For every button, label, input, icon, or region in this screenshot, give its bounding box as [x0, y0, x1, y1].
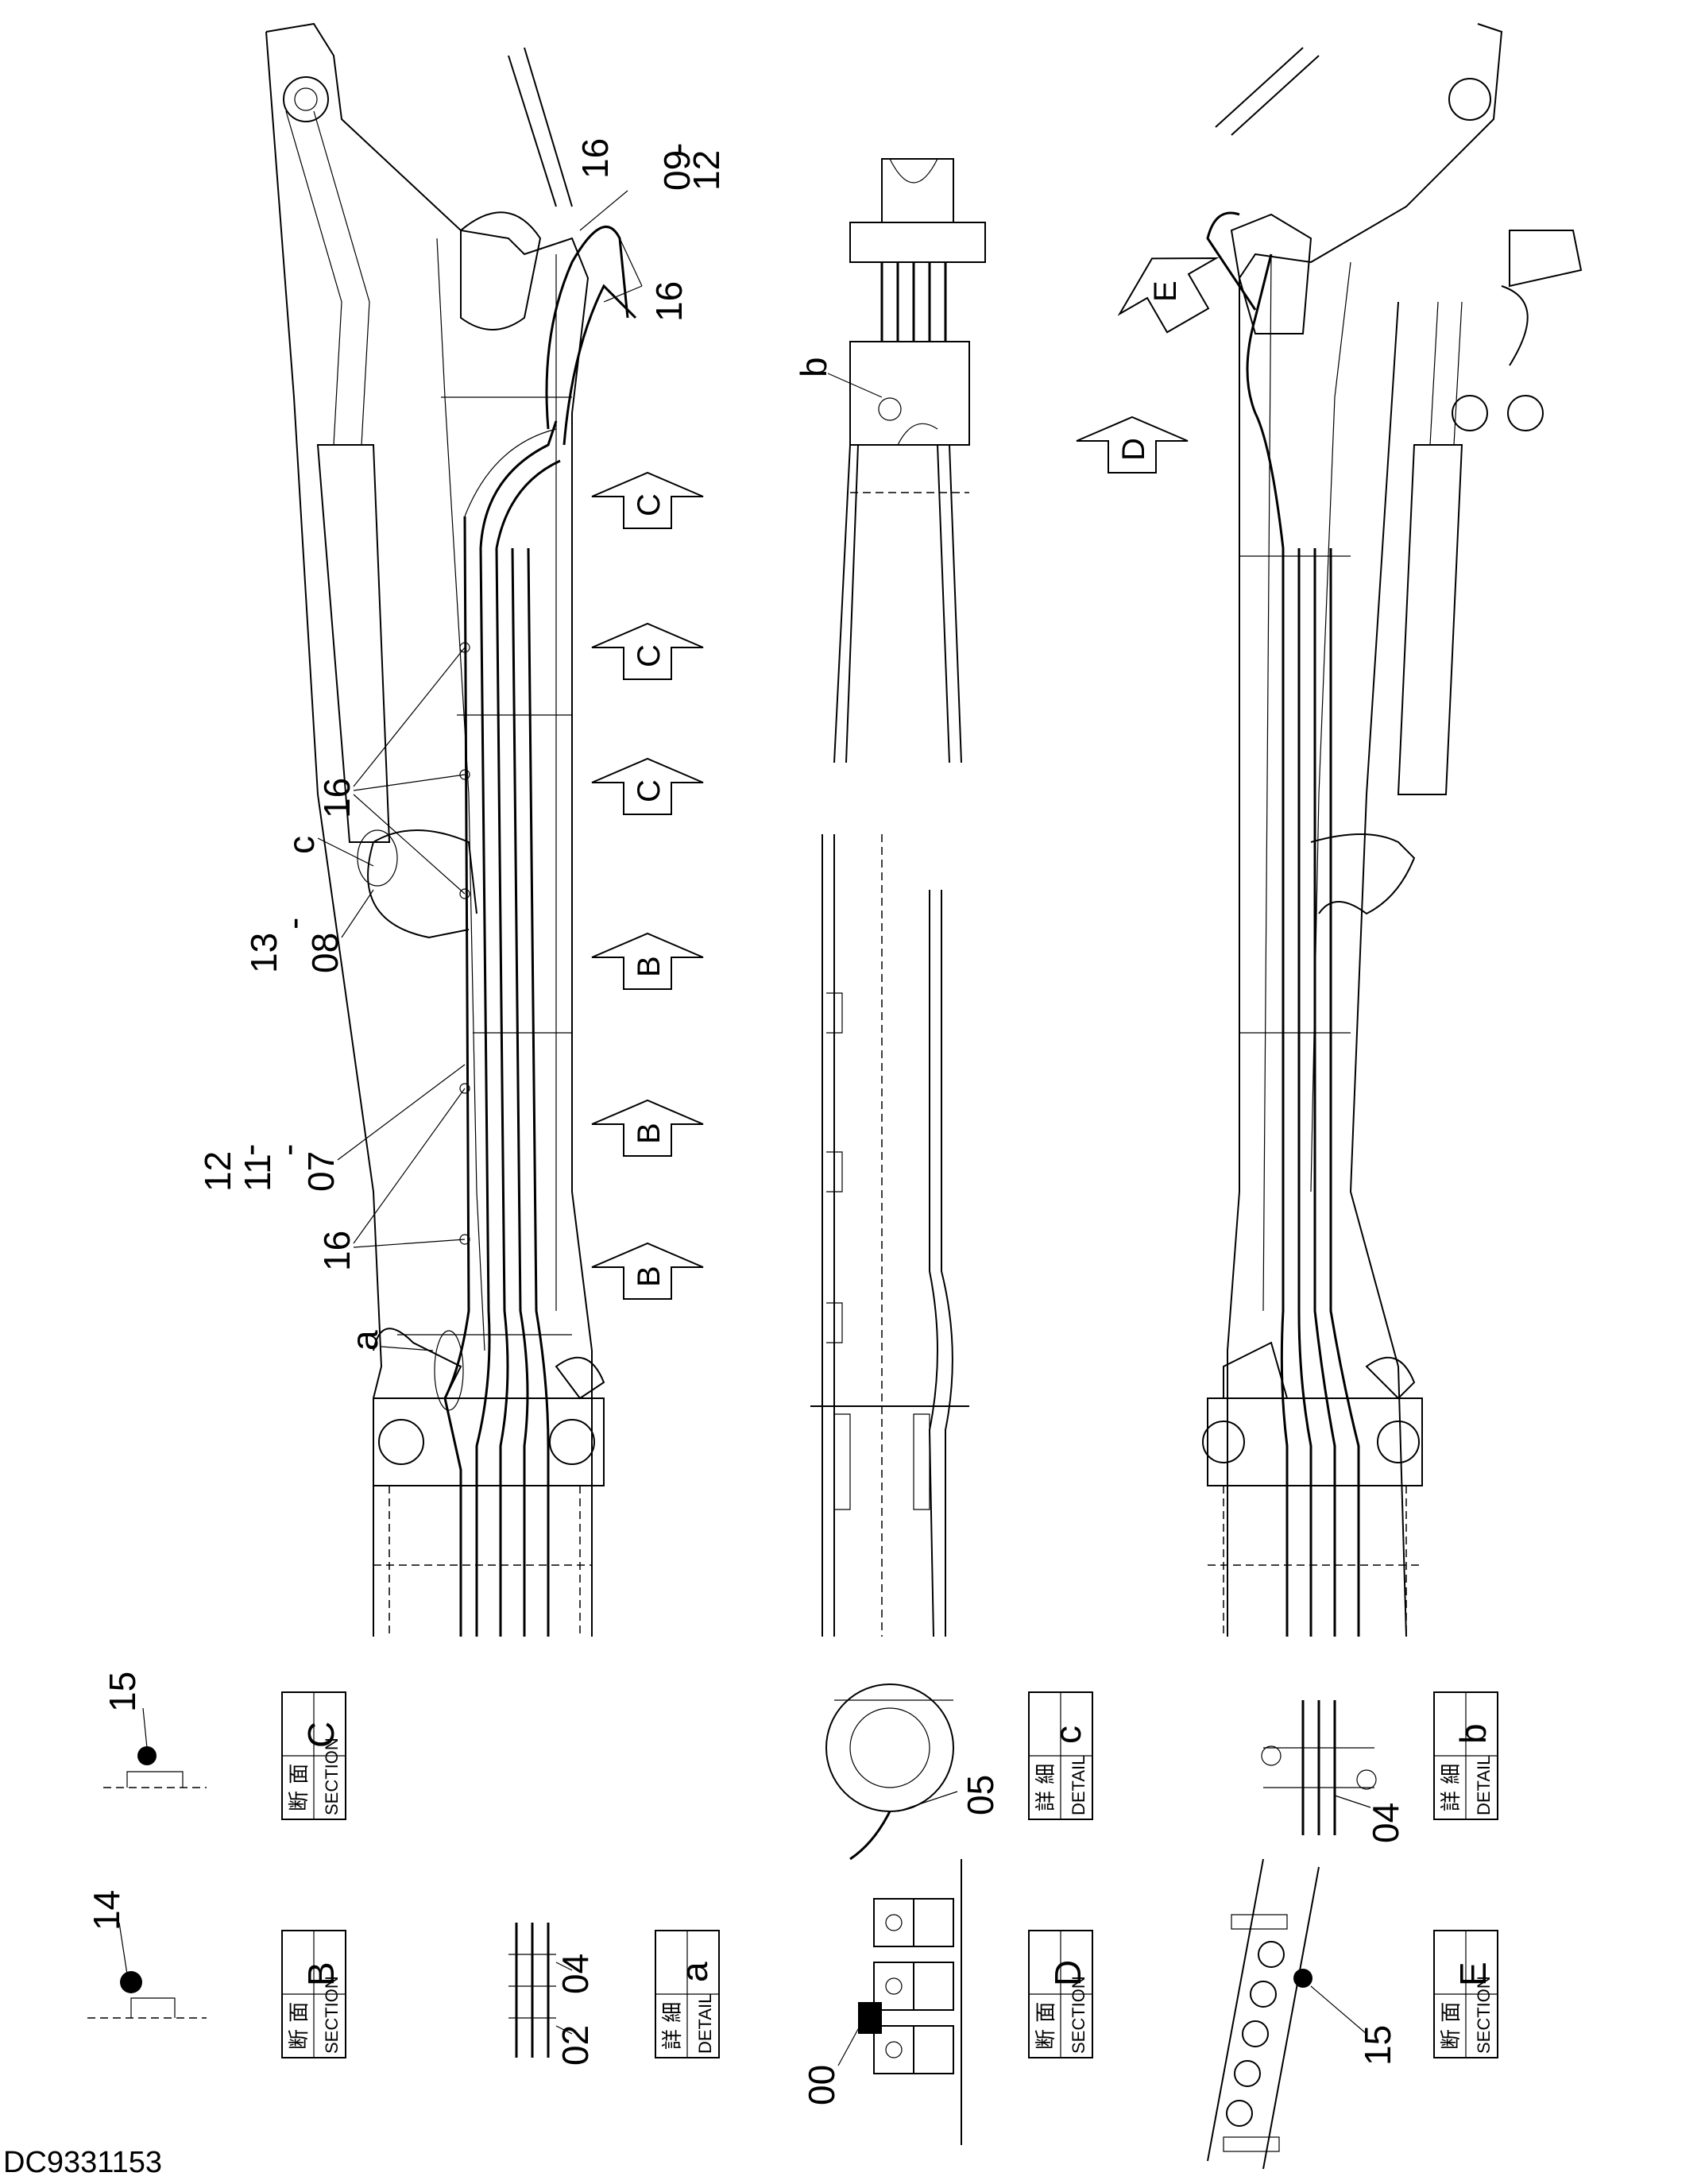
- callout-00: 00: [801, 2065, 842, 2105]
- callout-dash: -: [267, 1144, 308, 1156]
- section-e-box: 断 面 SECTION E: [1433, 1930, 1498, 2058]
- svg-text:詳 細: 詳 細: [1440, 1764, 1463, 1811]
- svg-text:詳 細: 詳 細: [661, 2002, 685, 2050]
- section-e-view: 15: [1207, 1858, 1398, 2170]
- callout-08: 08: [304, 933, 346, 973]
- section-d-view: 00: [801, 1859, 962, 2145]
- view-arrow-b: B: [591, 932, 704, 990]
- callout-b: b: [793, 357, 834, 377]
- svg-text:C: C: [300, 1722, 342, 1748]
- detail-c-box: 詳 細 DETAIL c: [1028, 1691, 1093, 1820]
- svg-text:C: C: [632, 493, 667, 516]
- boom-right-view: [1202, 23, 1583, 1637]
- callout-a: a: [344, 1330, 385, 1351]
- svg-text:B: B: [300, 1962, 342, 1986]
- callout-15: 15: [102, 1672, 143, 1712]
- callout-05: 05: [960, 1775, 1001, 1815]
- view-arrow-d: D: [1076, 416, 1189, 474]
- svg-text:B: B: [632, 1123, 667, 1144]
- view-arrows-right: E D: [1076, 257, 1220, 474]
- callout-16: 16: [316, 778, 358, 818]
- callout-12: 12: [197, 1151, 238, 1192]
- section-b-view: 14: [86, 1890, 207, 2019]
- detail-b-view: 04: [1261, 1700, 1406, 1843]
- callout-07: 07: [300, 1151, 342, 1192]
- svg-text:断 面: 断 面: [1034, 2002, 1058, 2050]
- view-arrow-b: B: [591, 1099, 704, 1157]
- callout-02: 02: [555, 2025, 596, 2066]
- svg-text:a: a: [674, 1962, 715, 1982]
- callout-14: 14: [86, 1890, 127, 1931]
- svg-text:D: D: [1047, 1960, 1088, 1986]
- view-arrow-e: E: [1117, 257, 1220, 334]
- svg-text:E: E: [1148, 280, 1183, 302]
- svg-text:B: B: [632, 956, 667, 977]
- svg-text:DETAIL: DETAIL: [1069, 1756, 1088, 1815]
- boom-left-view: [265, 22, 637, 1637]
- section-d-box: 断 面 SECTION D: [1028, 1930, 1093, 2058]
- svg-text:SECTION: SECTION: [322, 1976, 342, 2054]
- drawing-code: DC9331153: [3, 2146, 163, 2179]
- svg-text:断 面: 断 面: [288, 2002, 311, 2050]
- callout-04: 04: [1365, 1803, 1406, 1843]
- svg-text:E: E: [1452, 1962, 1494, 1986]
- left-view-callouts: 16 09 - 12 16 16 c 13 - 08 12 - 11 - 07 …: [197, 138, 727, 1411]
- svg-text:SECTION: SECTION: [322, 1738, 342, 1815]
- callout-dash: -: [656, 143, 698, 155]
- svg-text:DETAIL: DETAIL: [1474, 1756, 1494, 1815]
- callout-dash: -: [273, 918, 314, 930]
- svg-text:B: B: [632, 1266, 667, 1287]
- callout-11: 11: [237, 1154, 278, 1192]
- view-arrow-b: B: [591, 1242, 704, 1300]
- callout-16: 16: [574, 138, 616, 179]
- view-arrow-c: C: [591, 622, 704, 680]
- callout-13: 13: [243, 933, 284, 973]
- svg-text:断 面: 断 面: [1440, 2002, 1463, 2050]
- callout-04: 04: [555, 1954, 596, 1994]
- svg-text:DETAIL: DETAIL: [695, 1994, 715, 2054]
- svg-text:c: c: [1047, 1726, 1088, 1744]
- view-arrow-c: C: [591, 757, 704, 815]
- boom-top-view: b: [793, 158, 986, 1637]
- callout-dash: -: [229, 1144, 270, 1156]
- detail-a-view: 04 02: [508, 1923, 596, 2066]
- section-b-box: 断 面 SECTION B: [281, 1930, 346, 2058]
- callout-12: 12: [686, 150, 727, 191]
- svg-text:C: C: [632, 644, 667, 667]
- section-c-view: 15: [102, 1672, 207, 1788]
- svg-text:D: D: [1116, 438, 1151, 461]
- callout-16: 16: [648, 281, 690, 322]
- svg-text:断 面: 断 面: [288, 1764, 311, 1811]
- detail-a-box: 詳 細 DETAIL a: [655, 1930, 720, 2058]
- detail-b-box: 詳 細 DETAIL b: [1433, 1691, 1498, 1820]
- callout-16: 16: [316, 1231, 358, 1271]
- svg-text:SECTION: SECTION: [1069, 1976, 1088, 2054]
- svg-text:C: C: [632, 779, 667, 802]
- section-c-box: 断 面 SECTION C: [281, 1691, 346, 1820]
- view-arrow-c: C: [591, 471, 704, 529]
- detail-c-view: 05: [825, 1683, 1001, 1861]
- svg-text:詳 細: 詳 細: [1034, 1764, 1058, 1811]
- svg-text:b: b: [1452, 1723, 1494, 1744]
- callout-c: c: [280, 836, 322, 854]
- view-arrows-left: C C C B B B: [591, 471, 704, 1300]
- callout-09: 09: [656, 150, 698, 191]
- svg-text:SECTION: SECTION: [1474, 1976, 1494, 2054]
